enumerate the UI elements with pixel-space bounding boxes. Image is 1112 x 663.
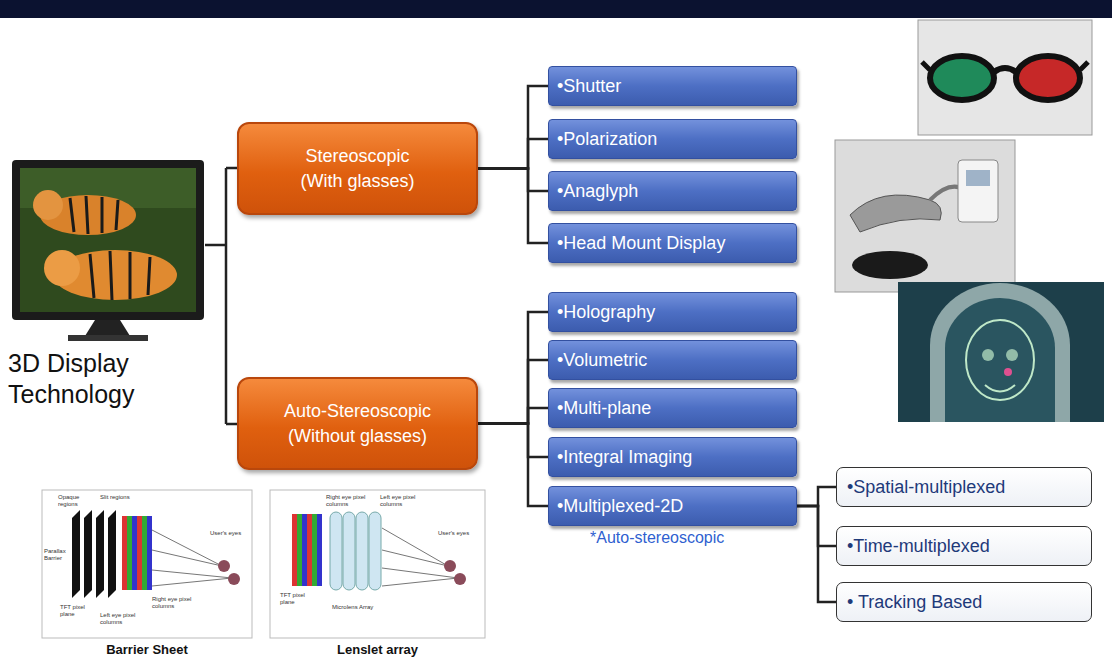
type-box: •Shutter xyxy=(548,66,797,106)
tree-connector xyxy=(478,139,548,169)
top-band xyxy=(0,0,1112,18)
node-text: •Holography xyxy=(557,302,655,323)
part-label: Parallax Barrier xyxy=(44,548,70,561)
hologram-photo xyxy=(898,282,1104,422)
tree-connector xyxy=(797,506,836,602)
type-box: •Multiplexed-2D xyxy=(548,486,797,526)
part-label: TFT pixel plane xyxy=(60,604,94,617)
tree-connector xyxy=(478,424,548,507)
subtype-box: •Time-multiplexed xyxy=(836,526,1092,566)
node-text: • Tracking Based xyxy=(847,592,982,613)
subtype-box: • Tracking Based xyxy=(836,582,1092,622)
category-box: Auto-Stereoscopic (Without glasses) xyxy=(237,377,478,470)
monitor-illustration xyxy=(12,160,204,341)
node-text: •Multiplexed-2D xyxy=(557,496,683,517)
anaglyph-glasses-photo xyxy=(918,20,1092,135)
tree-connector xyxy=(478,424,548,458)
head-mount-display-photo xyxy=(835,140,1015,292)
lenslet-array-illustration xyxy=(270,490,485,638)
category-box: Stereoscopic (With glasses) xyxy=(237,122,478,215)
node-text: •Polarization xyxy=(557,129,657,150)
subtype-box: •Spatial-multiplexed xyxy=(836,467,1092,507)
part-label: Slit regions xyxy=(100,494,130,501)
root-bracket xyxy=(205,168,237,424)
tree-connector xyxy=(478,360,548,424)
type-box: •Anaglyph xyxy=(548,171,797,211)
part-label: User's eyes xyxy=(210,530,242,537)
type-box: •Integral Imaging xyxy=(548,437,797,477)
tree-connector xyxy=(478,312,548,424)
tree-connector xyxy=(797,506,836,546)
tree-connector xyxy=(797,487,836,506)
type-box: •Volumetric xyxy=(548,340,797,380)
node-text: •Anaglyph xyxy=(557,181,638,202)
part-label: Left eye pixel columns xyxy=(380,494,424,507)
tree-connector xyxy=(478,169,548,244)
node-text: •Shutter xyxy=(557,76,621,97)
type-box: •Multi-plane xyxy=(548,388,797,428)
part-label: Microlens Array xyxy=(332,604,374,611)
node-text: •Time-multiplexed xyxy=(847,536,990,557)
type-box: •Polarization xyxy=(548,119,797,159)
tree-connector xyxy=(478,408,548,424)
part-label: Right eye pixel columns xyxy=(326,494,370,507)
node-text: Stereoscopic (With glasses) xyxy=(295,144,420,193)
node-text: •Spatial-multiplexed xyxy=(847,477,1005,498)
part-label: Opaque regions xyxy=(58,494,92,507)
node-text: Auto-Stereoscopic (Without glasses) xyxy=(275,399,440,448)
node-text: •Integral Imaging xyxy=(557,447,692,468)
part-label: Left eye pixel columns xyxy=(100,612,144,625)
note-label: *Auto-stereoscopic xyxy=(590,529,790,547)
barrier-sheet-illustration xyxy=(42,490,252,638)
part-label: User's eyes xyxy=(438,530,470,537)
figure-caption: Lenslet array xyxy=(270,642,485,657)
node-text: •Volumetric xyxy=(557,350,647,371)
node-text: •Head Mount Display xyxy=(557,233,725,254)
node-text: •Multi-plane xyxy=(557,398,651,419)
tree-connector xyxy=(478,169,548,192)
tree-connector xyxy=(478,86,548,169)
type-box: •Holography xyxy=(548,292,797,332)
type-box: •Head Mount Display xyxy=(548,223,797,263)
part-label: Right eye pixel columns xyxy=(152,596,196,609)
figure-caption: Barrier Sheet xyxy=(42,642,252,657)
part-label: TFT pixel plane xyxy=(280,592,314,605)
diagram-title-label: 3D Display Technology xyxy=(8,348,208,411)
